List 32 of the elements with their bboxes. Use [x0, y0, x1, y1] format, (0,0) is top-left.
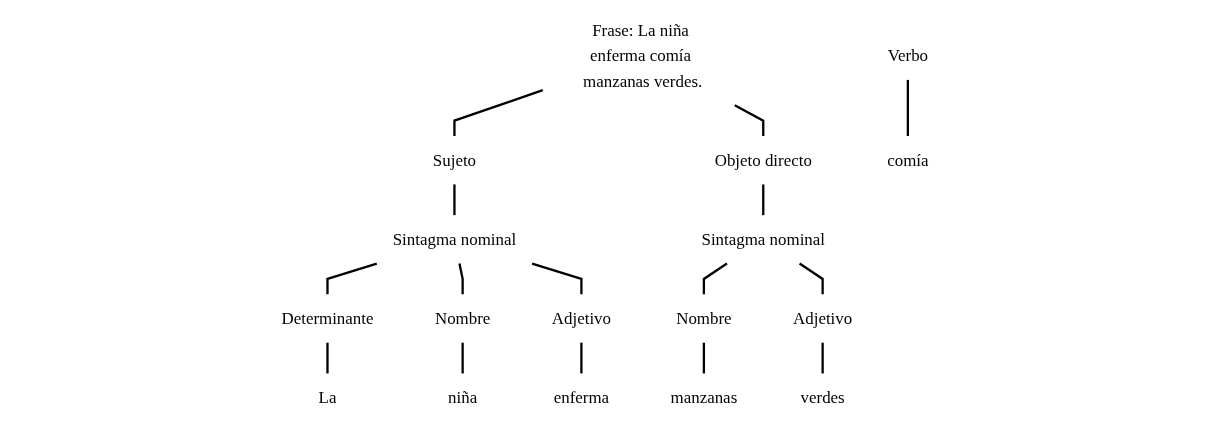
- connector: [798, 262, 824, 295]
- node-text: Determinante: [281, 308, 374, 329]
- node-text: manzanas: [670, 388, 738, 408]
- connector: [821, 342, 824, 374]
- connector: [326, 262, 378, 295]
- node-text: La: [318, 388, 337, 408]
- connector: [326, 342, 329, 374]
- node-text: comía: [887, 150, 929, 170]
- connector: [734, 104, 765, 136]
- node-text: Sintagma nominal: [392, 229, 517, 249]
- connector: [762, 184, 765, 216]
- node-text: niña: [448, 388, 478, 408]
- node-text: verdes: [800, 388, 845, 408]
- node-text: enferma: [553, 388, 610, 408]
- connector: [906, 79, 910, 136]
- node-text: Nombre: [676, 308, 732, 329]
- node-text: Sujeto: [432, 150, 477, 170]
- connector: [702, 342, 706, 374]
- connector: [580, 342, 583, 374]
- node-text: Adjetivo: [551, 308, 611, 329]
- node-text: Objeto directo: [714, 150, 812, 170]
- connector: [453, 89, 544, 136]
- node-text: Verbo: [887, 46, 929, 66]
- connector: [461, 342, 464, 374]
- connector: [458, 263, 464, 295]
- node-text: Sintagma nominal: [701, 229, 825, 249]
- node-text: Nombre: [434, 308, 491, 329]
- connector: [702, 262, 728, 295]
- node-text: Adjetivo: [793, 308, 853, 329]
- connector: [531, 262, 583, 295]
- node-text: Frase: La niña enferma comía manzanas verdes.: [583, 20, 703, 91]
- connector: [453, 184, 456, 216]
